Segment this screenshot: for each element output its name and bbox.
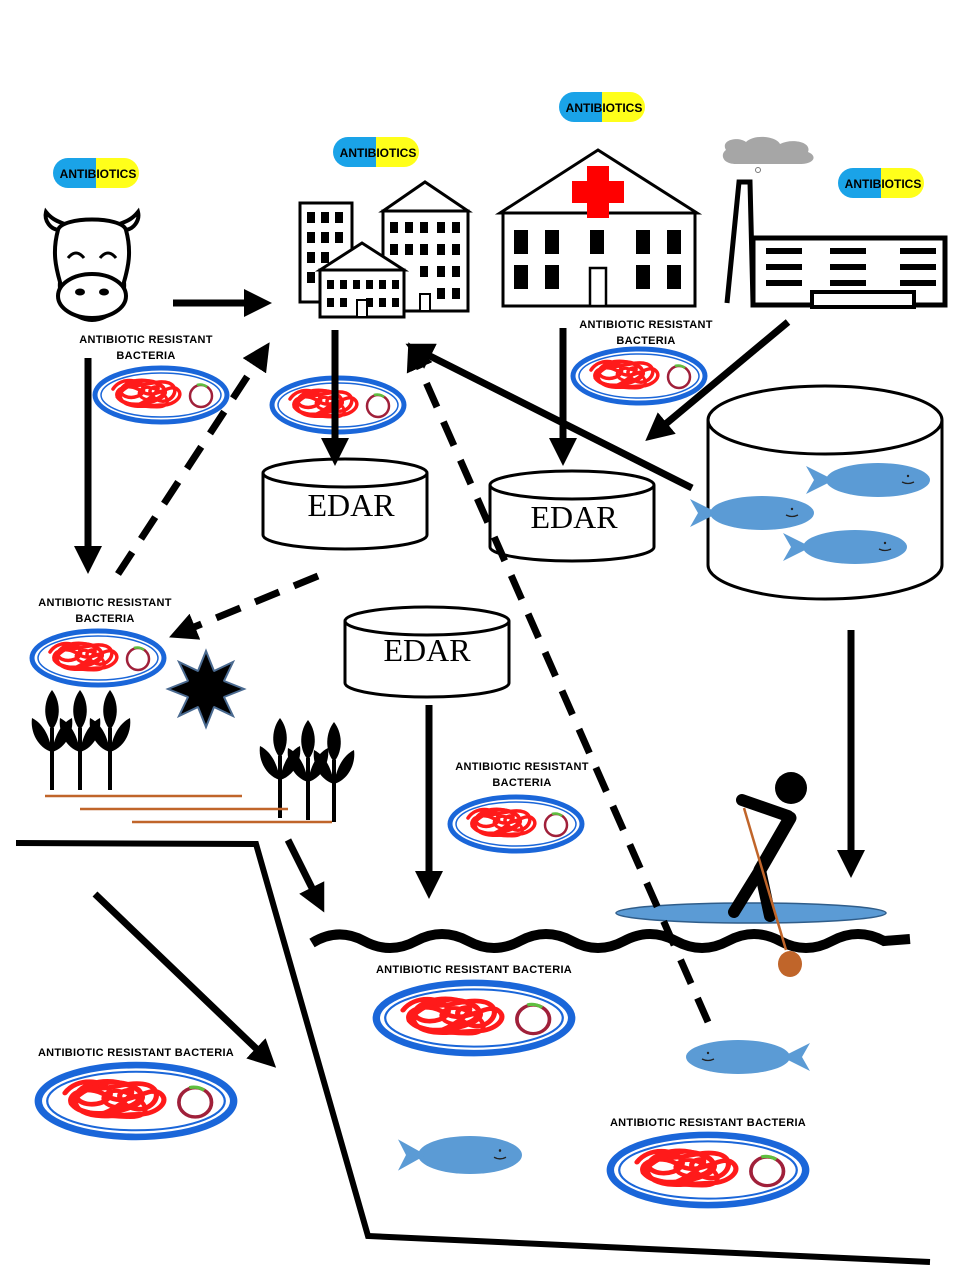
antibiotics-pill-hospital: ANTIBIOTICS: [559, 92, 645, 122]
antibiotics-pill-factory: ANTIBIOTICS: [838, 168, 924, 198]
edar-label: EDAR: [383, 632, 471, 668]
antibiotics-label: ANTIBIOTICS: [845, 177, 922, 191]
antibiotics-label: ANTIBIOTICS: [60, 167, 137, 181]
hospital-icon: [494, 148, 703, 308]
arrow-edar-to-field: [169, 572, 320, 640]
fish-icon: [397, 1135, 523, 1175]
resistant-bacteria-label: BACTERIA: [75, 613, 134, 625]
antibiotics-pill-city: ANTIBIOTICS: [333, 137, 419, 167]
resistant-bacteria-label: ANTIBIOTIC RESISTANT: [79, 334, 213, 346]
petri-dish-icon: [376, 983, 571, 1053]
petri-dish-icon: [610, 1135, 805, 1205]
edar-plant-1: EDAR: [261, 457, 429, 551]
water-surface-wave: [309, 929, 911, 953]
factory-icon: [722, 136, 948, 309]
resistant-bacteria-label: ANTIBIOTIC RESISTANT BACTERIA: [38, 1047, 234, 1059]
river-bank-outline: [15, 840, 931, 1265]
resistant-bacteria-label: BACTERIA: [492, 777, 551, 789]
petri-dish-icon: [32, 631, 164, 685]
resistant-bacteria-label: ANTIBIOTIC RESISTANT BACTERIA: [610, 1117, 806, 1129]
resistant-bacteria-label: ANTIBIOTIC RESISTANT: [455, 761, 589, 773]
antibiotics-pill-cow: ANTIBIOTICS: [53, 158, 139, 188]
fisherman-icon: [615, 772, 887, 977]
resistant-bacteria-label: BACTERIA: [116, 350, 175, 362]
crop-field-icon: [29, 688, 357, 824]
resistant-bacteria-label: ANTIBIOTIC RESISTANT: [38, 597, 172, 609]
resistant-bacteria-label: BACTERIA: [616, 335, 675, 347]
antibiotics-label: ANTIBIOTICS: [566, 101, 643, 115]
petri-dish-icon: [95, 368, 227, 422]
petri-dish-icon: [450, 797, 582, 851]
arrow-fish-to-city: [406, 342, 712, 1024]
fish-farm-tank: [689, 384, 944, 601]
flow-arrows-solid: [74, 289, 865, 1068]
petri-dish-icon: [573, 349, 705, 403]
arrow-tank-to-city: [405, 343, 694, 492]
resistant-bacteria-label: ANTIBIOTIC RESISTANT BACTERIA: [376, 964, 572, 976]
edar-plant-3: EDAR: [343, 605, 511, 699]
antibiotics-label: ANTIBIOTICS: [340, 146, 417, 160]
cow-icon: [43, 207, 141, 323]
edar-label: EDAR: [530, 499, 618, 535]
edar-plant-2: EDAR: [488, 469, 656, 563]
flow-arrows-dashed: [115, 342, 712, 1024]
edar-label: EDAR: [307, 487, 395, 523]
arrow-field-to-city: [115, 342, 270, 576]
city-buildings-icon: [298, 180, 473, 319]
sun-icon: [165, 648, 247, 730]
arrow-field-to-river: [284, 838, 325, 913]
fish-icon: [685, 1039, 811, 1075]
petri-dish-icon: [38, 1065, 233, 1137]
resistant-bacteria-label: ANTIBIOTIC RESISTANT: [579, 319, 713, 331]
arrow-factory-to-edar: [645, 319, 791, 441]
arrow-ground-to-river: [92, 891, 277, 1068]
